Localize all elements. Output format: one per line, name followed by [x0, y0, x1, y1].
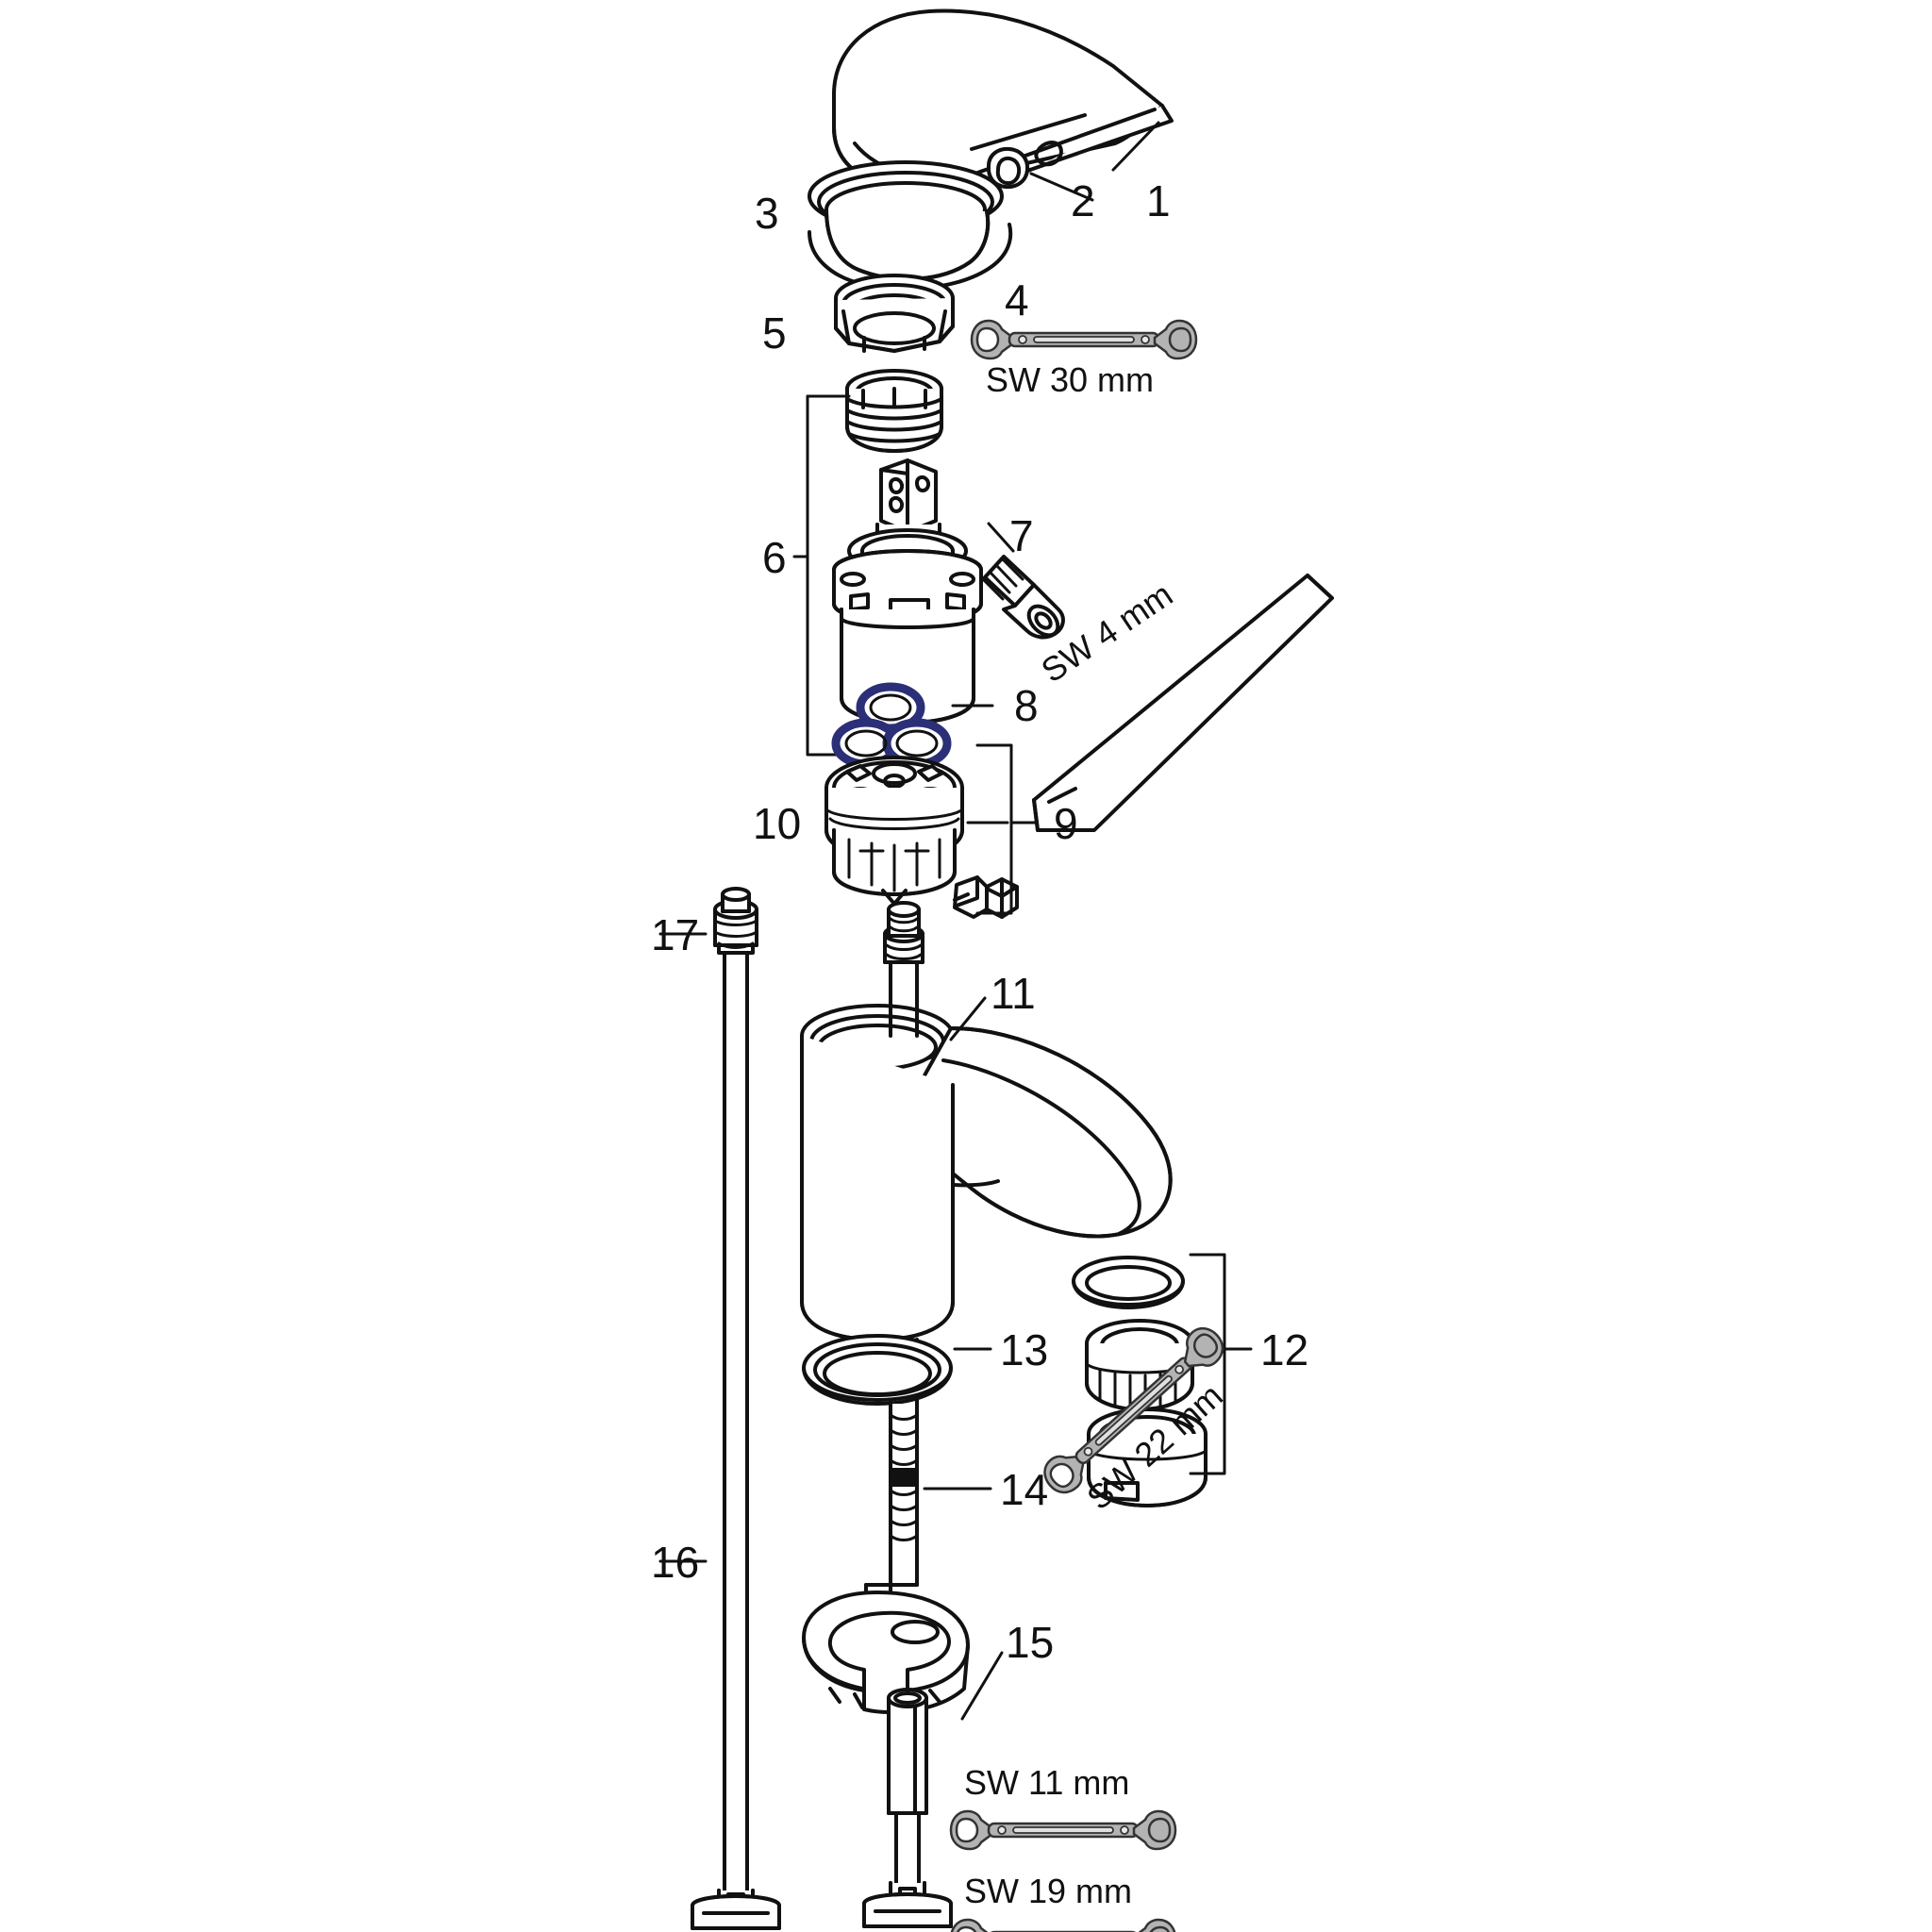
open-end-wrench-icon-sw19	[950, 1918, 1176, 1932]
part-11-riser-stem	[883, 901, 924, 1038]
part-8-o-ring-seals-inner	[844, 693, 939, 758]
callout-8: 8	[1014, 681, 1039, 730]
part-6-threaded-sleeve	[845, 369, 943, 453]
callout-5: 5	[762, 308, 787, 358]
open-end-wrench-icon-sw30	[970, 319, 1198, 360]
part-3-escutcheon-ring	[808, 160, 1013, 291]
part-6-cartridge	[832, 458, 983, 724]
tool-label-sw19: SW 19 mm	[964, 1872, 1133, 1910]
part-11-mixer-body	[800, 1004, 1173, 1341]
part-9-retainer-clip	[953, 875, 1019, 919]
part-15-lower-tube	[894, 1811, 921, 1885]
callout-16: 16	[651, 1538, 700, 1587]
part-7-fixing-screw	[981, 555, 1065, 640]
callout-7: 7	[1009, 511, 1034, 560]
callout-10: 10	[753, 799, 802, 848]
part-14-threaded-stud	[889, 1402, 919, 1587]
callout-17: 17	[651, 910, 700, 959]
callout-13: 13	[1000, 1325, 1049, 1374]
callout-3: 3	[755, 189, 779, 238]
part-5-cap-nut	[834, 274, 955, 353]
callout-4: 4	[1005, 275, 1029, 325]
part-17-hose-connector	[713, 887, 758, 955]
callout-9: 9	[1054, 799, 1078, 848]
open-end-wrench-icon-sw22	[1043, 1326, 1224, 1494]
callout-6: 6	[762, 533, 787, 582]
callout-14: 14	[1000, 1465, 1049, 1514]
part-15-mounting-bracket	[802, 1591, 970, 1715]
part-15-hex-nut	[887, 1688, 928, 1815]
callout-12: 12	[1260, 1325, 1309, 1374]
part-13-base-gasket	[802, 1334, 953, 1406]
callout-2: 2	[1071, 176, 1095, 225]
tool-label-sw30: SW 30 mm	[986, 360, 1155, 399]
hose-bottom-connector-right	[862, 1881, 953, 1928]
part-10-cartridge-base	[824, 756, 964, 906]
hose-bottom-connector-left	[691, 1889, 781, 1930]
hex-allen-key-icon	[1032, 574, 1334, 832]
part-8-o-ring-seals	[831, 682, 952, 769]
part-16-supply-hose	[723, 951, 749, 1892]
part-1-spout-body	[832, 8, 1174, 192]
callout-1: 1	[1146, 176, 1171, 225]
callout-15: 15	[1006, 1618, 1055, 1667]
open-end-wrench-icon-sw11	[949, 1809, 1177, 1851]
callout-11: 11	[991, 969, 1036, 1018]
tool-label-sw11: SW 11 mm	[964, 1763, 1130, 1802]
